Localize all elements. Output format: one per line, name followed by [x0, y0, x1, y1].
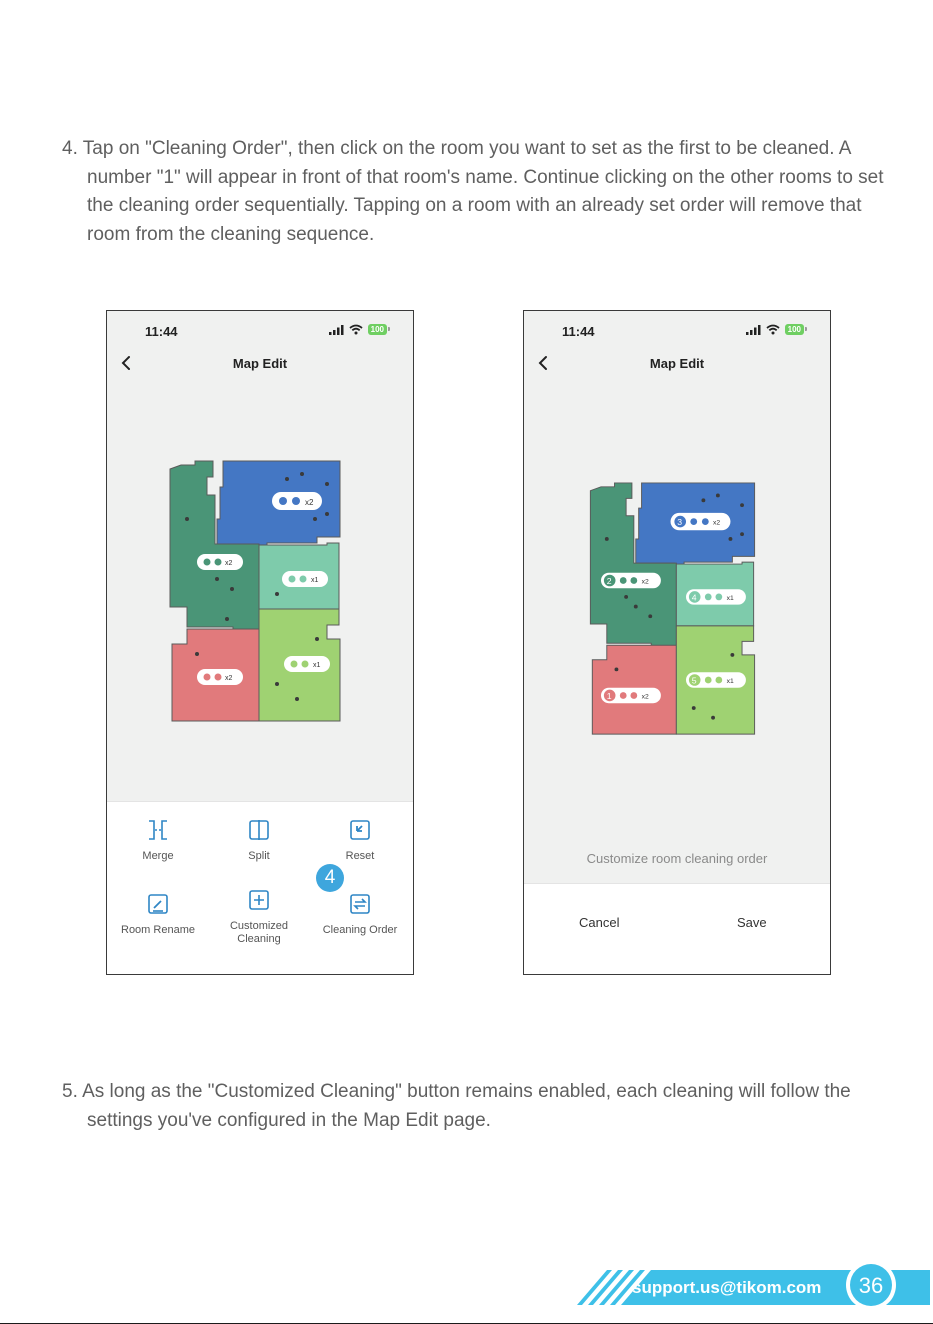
status-icons: 100 [328, 324, 391, 335]
chevron-left-icon [121, 356, 130, 370]
room-label-light-green: x1 [284, 656, 330, 672]
page-title: Map Edit [649, 356, 705, 371]
status-time: 11:44 [562, 324, 595, 339]
room-label-light-green: 5 x1 [686, 672, 746, 688]
customized-cleaning-icon [249, 890, 269, 910]
step-number-badge: 4 [316, 864, 344, 892]
svg-text:x2: x2 [642, 578, 649, 585]
svg-text:3: 3 [677, 517, 682, 527]
room-label-red: 1 x2 [600, 687, 661, 704]
split-button[interactable]: Split [208, 818, 310, 863]
step-5-instruction: 5. As long as the "Customized Cleaning" … [62, 1081, 851, 1131]
footer-stripe [599, 1270, 634, 1305]
phone-screenshot-cleaning-order: 11:44 100 Map Edit 3 x2 2 [523, 310, 831, 975]
signal-icon [745, 324, 761, 335]
svg-text:x1: x1 [313, 662, 321, 669]
merge-button[interactable]: Merge [107, 818, 209, 863]
customize-order-hint: Customize room cleaning order [586, 851, 768, 866]
floor-map[interactable]: x2 x2 x1 x2 x1 [167, 459, 342, 724]
footer-banner: support.us@tikom.com 36 [577, 1260, 930, 1310]
cleaning-order-button[interactable]: Cleaning Order [309, 892, 411, 937]
footer-stripe [610, 1270, 645, 1305]
signal-icon [328, 324, 344, 335]
room-dark-green[interactable] [169, 460, 260, 640]
status-icons: 100 [745, 324, 808, 335]
room-label-mint: 4 x1 [686, 589, 746, 605]
room-label-blue: 3 x2 [670, 512, 731, 531]
customized-cleaning-button[interactable]: Customized Cleaning [208, 888, 310, 946]
split-icon [249, 820, 269, 840]
floor-map[interactable]: 3 x2 2 x2 4 x1 1 x2 5 [587, 481, 757, 737]
edit-toolbar: Merge Split Reset Room Rename Customized… [107, 801, 413, 974]
back-button[interactable] [117, 353, 137, 373]
obstacle-markers [604, 493, 744, 720]
wifi-icon [766, 324, 780, 335]
footer-stripe [588, 1270, 623, 1305]
footer-stripe [577, 1270, 612, 1305]
cancel-button[interactable]: Cancel [579, 915, 620, 930]
wifi-icon [349, 324, 363, 335]
page-title: Map Edit [232, 356, 288, 371]
svg-text:5: 5 [692, 675, 697, 685]
room-label-dark-green: x2 [197, 554, 243, 570]
room-dark-green[interactable] [589, 482, 677, 656]
svg-text:x1: x1 [311, 577, 319, 584]
battery-indicator: 100 [367, 324, 391, 335]
reset-icon [350, 820, 370, 840]
svg-text:x2: x2 [305, 498, 314, 507]
room-label-mint: x1 [282, 571, 328, 587]
svg-text:1: 1 [607, 691, 612, 701]
cleaning-order-icon [350, 894, 370, 914]
svg-text:x2: x2 [642, 693, 649, 700]
footer-email[interactable]: support.us@tikom.com [632, 1278, 821, 1297]
svg-text:x2: x2 [713, 519, 720, 526]
svg-text:x2: x2 [225, 675, 233, 682]
svg-text:x1: x1 [727, 678, 734, 685]
svg-text:x1: x1 [727, 595, 734, 602]
phone-screenshot-map-edit-tools: 11:44 100 Map Edit x2 [106, 310, 414, 975]
action-bar: Cancel Save [524, 883, 830, 974]
svg-text:4: 4 [692, 592, 697, 602]
room-rename-button[interactable]: Room Rename [107, 892, 209, 937]
battery-indicator: 100 [784, 324, 808, 335]
room-label-blue: x2 [272, 492, 322, 510]
page-number: 36 [859, 1273, 883, 1298]
page-number-badge [850, 1264, 892, 1306]
chevron-left-icon [538, 356, 547, 370]
svg-text:2: 2 [607, 576, 612, 586]
room-label-dark-green: 2 x2 [600, 572, 661, 589]
merge-icon [149, 820, 167, 840]
status-time: 11:44 [145, 324, 178, 339]
rename-icon [148, 894, 168, 914]
step-4-instruction: 4. Tap on "Cleaning Order", then click o… [62, 138, 884, 245]
back-button[interactable] [534, 353, 554, 373]
save-button[interactable]: Save [737, 915, 767, 930]
svg-text:x2: x2 [225, 560, 233, 567]
room-label-red: x2 [197, 669, 243, 685]
reset-button[interactable]: Reset [309, 818, 411, 863]
